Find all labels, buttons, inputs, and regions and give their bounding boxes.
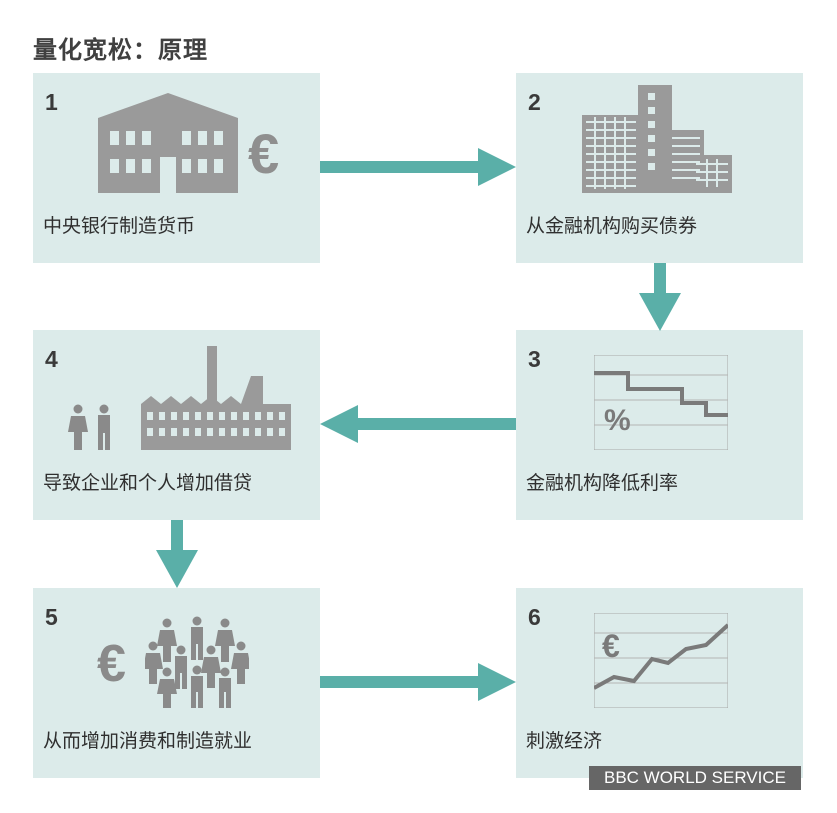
- step-caption: 金融机构降低利率: [526, 472, 679, 494]
- euro-icon: €: [248, 122, 280, 185]
- step-caption: 导致企业和个人增加借贷: [43, 472, 253, 494]
- arrow-2-to-3: [639, 263, 681, 331]
- step-2-box: 2 从金融机构购买债券: [516, 73, 803, 263]
- diagram-title: 量化宽松：原理: [33, 36, 208, 64]
- central-bank-building-icon: [98, 93, 238, 193]
- financial-institution-buildings-icon: [582, 85, 732, 193]
- step-number: 3: [528, 346, 541, 372]
- step-number: 5: [45, 604, 58, 630]
- arrow-5-to-6: [320, 663, 516, 701]
- euro-icon: €: [97, 635, 126, 693]
- step-1-box: 1 € 中央银行制造货币: [33, 73, 320, 263]
- step-number: 2: [528, 89, 541, 115]
- crowd-icon: [145, 616, 249, 708]
- step-number: 4: [45, 346, 58, 372]
- step-5-box: 5 € 从而增加消费和制造就业: [33, 588, 320, 778]
- step-caption: 从金融机构购买债券: [526, 215, 698, 237]
- people-icon: [68, 404, 110, 450]
- credit-badge: BBC WORLD SERVICE: [589, 766, 801, 790]
- rising-economy-chart-icon: €: [594, 613, 728, 708]
- step-caption: 刺激经济: [526, 730, 603, 752]
- step-4-box: 4 导致企业和个人增加借贷: [33, 330, 320, 520]
- falling-interest-rate-chart-icon: %: [594, 355, 728, 450]
- step-number: 6: [528, 604, 541, 630]
- percent-symbol: %: [604, 404, 631, 437]
- factory-icon: [141, 346, 291, 450]
- arrow-1-to-2: [320, 148, 516, 186]
- step-6-box: 6 € 刺激经济: [516, 588, 803, 778]
- step-caption: 中央银行制造货币: [43, 215, 196, 237]
- step-3-box: 3 % 金融机构降低利率: [516, 330, 803, 520]
- arrow-3-to-4: [320, 405, 516, 443]
- euro-symbol: €: [602, 628, 620, 664]
- step-caption: 从而增加消费和制造就业: [43, 730, 253, 752]
- arrow-4-to-5: [156, 520, 198, 588]
- step-number: 1: [45, 89, 58, 115]
